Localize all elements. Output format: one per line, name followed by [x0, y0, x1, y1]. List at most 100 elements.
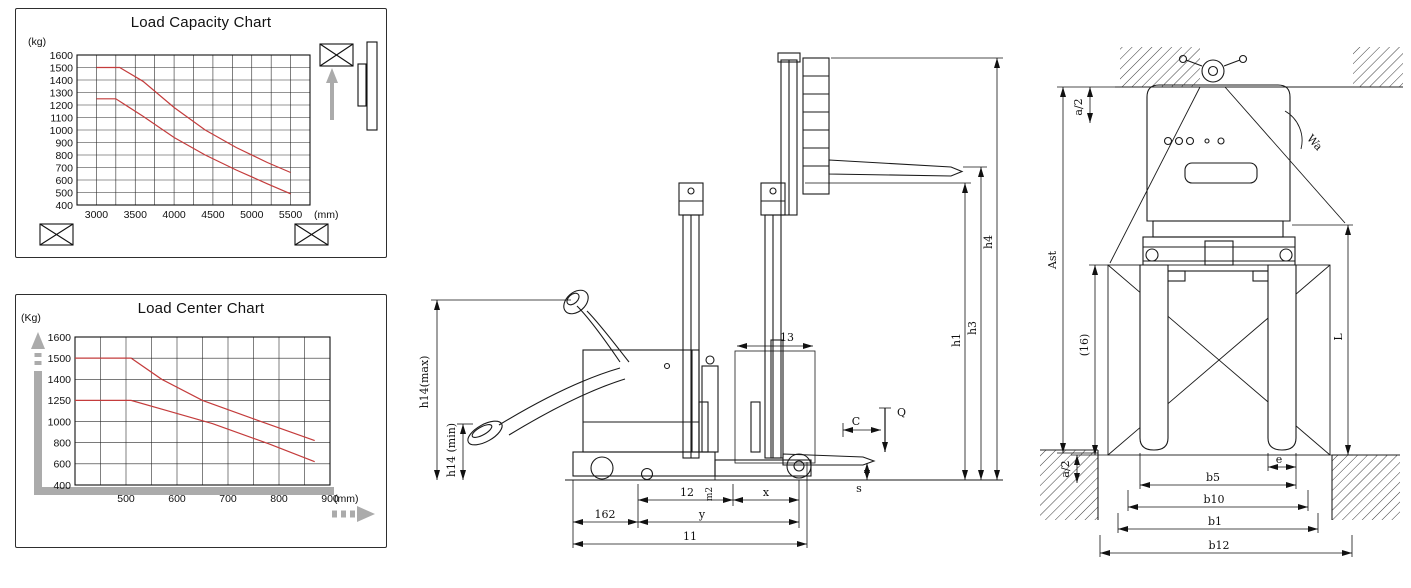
- fork-raised: [828, 159, 964, 177]
- svg-text:(mm): (mm): [334, 493, 359, 505]
- dim-s-label: s: [856, 482, 862, 495]
- load-capacity-chart-box: Load Capacity Chart: [15, 8, 387, 258]
- dim-a2-top-label: a/2: [1072, 98, 1085, 115]
- fork-legs: [1139, 264, 1297, 451]
- svg-text:900: 900: [321, 493, 339, 505]
- load-symbol-icon-right: [294, 223, 329, 246]
- dim-b10-label: b10: [1203, 493, 1224, 506]
- dim-162-label: 162: [595, 508, 616, 521]
- drive-wheel: [590, 456, 614, 480]
- side-dimension-labels: h14(max) h14 (min) h1 h3 h4 13 C Q 12 x …: [418, 235, 995, 543]
- svg-text:1400: 1400: [48, 374, 72, 386]
- pallet-outline: [1107, 264, 1331, 456]
- axis-up-arrow-icon: [31, 332, 334, 495]
- truck-front-outline: [1142, 54, 1296, 282]
- dim-l1-label: 11: [683, 530, 697, 543]
- truck-side-outline: [467, 52, 1003, 481]
- chart-center-grid: 1600 1500 1400 1250 1000 800 600 400 500 600 700 80…: [21, 312, 359, 505]
- turning-radius-line: [1224, 86, 1346, 224]
- svg-text:400: 400: [53, 480, 71, 492]
- aisle-walls: [1040, 47, 1403, 520]
- svg-text:600: 600: [53, 459, 71, 471]
- side-dimension-lines: [431, 57, 1003, 548]
- svg-text:500: 500: [117, 493, 135, 505]
- stacker-front-view-drawing: a/2 Ast (16) a/2 L Wa e b5 b10 b1 b12: [1040, 47, 1403, 557]
- dim-ast-label: Ast: [1046, 250, 1059, 270]
- svg-text:1400: 1400: [50, 75, 74, 87]
- dim-L-label: L: [1332, 333, 1345, 341]
- svg-text:(kg): (kg): [28, 36, 46, 48]
- steer-angle-arc: [1284, 110, 1303, 150]
- center-curve-1250kg: [75, 399, 315, 463]
- svg-text:1100: 1100: [50, 112, 73, 124]
- wall-hatch-bottom-right: [1332, 455, 1400, 520]
- dim-b5-label: b5: [1206, 471, 1220, 484]
- svg-text:5500: 5500: [279, 209, 303, 221]
- svg-text:3000: 3000: [85, 209, 109, 221]
- svg-text:800: 800: [270, 493, 288, 505]
- svg-text:1600: 1600: [50, 50, 74, 62]
- load-capacity-chart-title: Load Capacity Chart: [130, 14, 272, 31]
- capacity-curve-1500kg: [96, 66, 291, 174]
- dim-e-label: e: [1276, 453, 1283, 466]
- wall-hatch-top-left: [1120, 47, 1200, 87]
- dim-h3-label: h3: [966, 321, 979, 335]
- load-symbol-icon-left: [39, 223, 74, 246]
- svg-text:1200: 1200: [50, 100, 74, 112]
- axis-right-arrow-icon: [332, 506, 375, 522]
- svg-text:1250: 1250: [48, 395, 72, 407]
- svg-text:1500: 1500: [50, 62, 74, 74]
- svg-text:5000: 5000: [240, 209, 264, 221]
- svg-text:4500: 4500: [201, 209, 225, 221]
- tiller-head-raised: [563, 289, 589, 315]
- svg-text:(mm): (mm): [314, 209, 339, 221]
- capacity-curve-1250kg: [96, 98, 291, 195]
- front-dimension-lines: [1057, 86, 1353, 557]
- wall-hatch-top-right: [1353, 47, 1403, 87]
- dim-l2-label: 12: [680, 486, 694, 499]
- svg-text:400: 400: [55, 200, 73, 212]
- svg-text:1500: 1500: [48, 353, 72, 365]
- svg-text:(Kg): (Kg): [21, 312, 41, 324]
- svg-text:800: 800: [53, 438, 71, 450]
- center-curve-1500kg: [75, 357, 315, 442]
- dim-b12-label: b12: [1208, 539, 1229, 552]
- load-center-plot: 1600 1500 1400 1250 1000 800 600 400 500 600 700 80…: [21, 312, 375, 522]
- dim-m2-label: m2: [705, 487, 715, 501]
- steering-knob: [1201, 59, 1225, 83]
- dim-13-label: 13: [780, 331, 794, 344]
- dim-h14min-label: h14 (min): [445, 423, 458, 477]
- load-capacity-plot: 1600150014001300120011001000900800700600…: [28, 36, 378, 246]
- svg-text:700: 700: [55, 162, 73, 174]
- dim-x-label: x: [763, 486, 770, 499]
- dim-wa-label: Wa: [1304, 132, 1325, 154]
- svg-text:700: 700: [219, 493, 237, 505]
- dim-y-label: y: [698, 508, 706, 521]
- wall-hatch-bottom-left: [1040, 450, 1098, 520]
- tiller-head-lowered: [467, 420, 503, 446]
- dim-h4-label: h4: [982, 235, 995, 249]
- dim-l6-label: (16): [1078, 334, 1091, 357]
- dim-q-label: Q: [897, 406, 906, 419]
- dim-h14max-label: h14(max): [418, 356, 431, 409]
- svg-text:1000: 1000: [50, 125, 74, 137]
- dim-b1-label: b1: [1208, 515, 1222, 528]
- front-dimension-labels: a/2 Ast (16) a/2 L Wa e b5 b10 b1 b12: [1046, 98, 1345, 552]
- fork-leg-right: [1267, 264, 1297, 451]
- dim-a2-bottom-label: a/2: [1059, 460, 1072, 477]
- caster-wheel: [640, 467, 654, 481]
- stacker-side-view-drawing: h14(max) h14 (min) h1 h3 h4 13 C Q 12 x …: [418, 52, 1003, 548]
- mast-side-icon: [319, 41, 378, 131]
- svg-text:1600: 1600: [48, 332, 72, 344]
- dim-c-label: C: [852, 415, 860, 428]
- load-wheel: [786, 453, 812, 479]
- svg-text:800: 800: [55, 150, 73, 162]
- svg-text:1000: 1000: [48, 416, 72, 428]
- fork-leg-left: [1139, 264, 1169, 451]
- svg-text:600: 600: [55, 175, 73, 187]
- chart-capacity-grid: 1600150014001300120011001000900800700600…: [28, 36, 339, 221]
- svg-text:500: 500: [55, 187, 73, 199]
- svg-text:600: 600: [168, 493, 186, 505]
